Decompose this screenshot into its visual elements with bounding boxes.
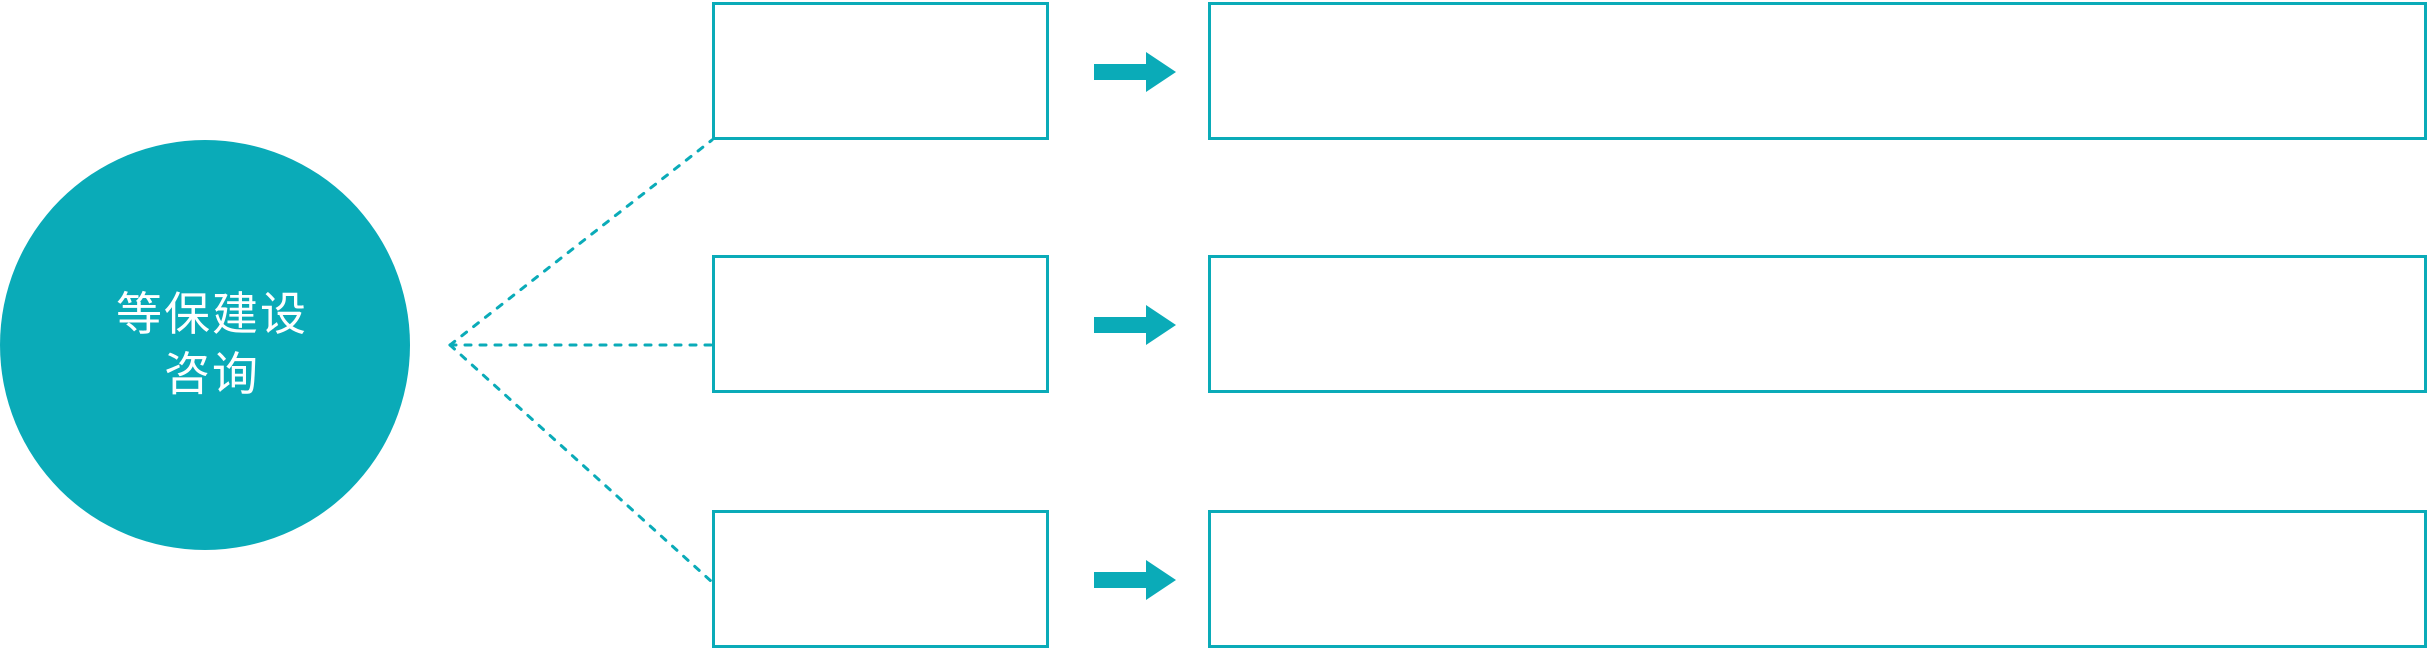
- row-2-category-box[interactable]: [712, 255, 1049, 393]
- hub-circle[interactable]: 等保建设 咨询: [0, 140, 410, 550]
- row-1-category-box[interactable]: [712, 2, 1049, 140]
- diagram-row: [0, 253, 2434, 393]
- hub-label: 等保建设 咨询: [116, 288, 308, 400]
- row-2-detail-box[interactable]: [1208, 255, 2427, 393]
- diagram-row: [0, 508, 2434, 648]
- arrow-right-icon: [1094, 52, 1176, 92]
- arrow-right-icon: [1094, 560, 1176, 600]
- row-1-detail-box[interactable]: [1208, 2, 2427, 140]
- diagram-row: [0, 0, 2434, 140]
- row-3-category-box[interactable]: [712, 510, 1049, 648]
- row-3-detail-box[interactable]: [1208, 510, 2427, 648]
- arrow-right-icon: [1094, 305, 1176, 345]
